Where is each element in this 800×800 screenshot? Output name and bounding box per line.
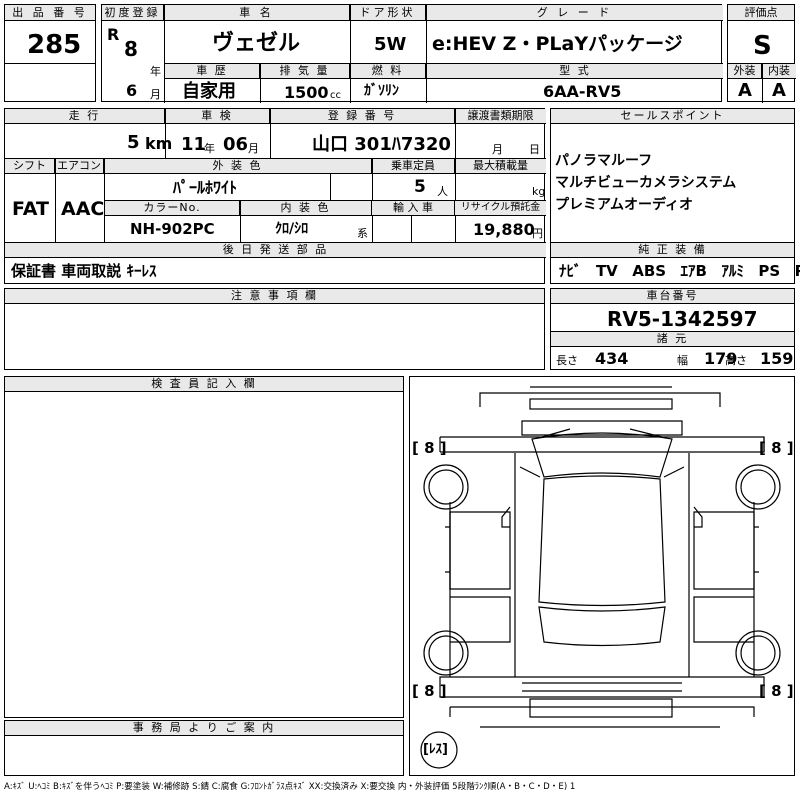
spare-tire-label: [ﾚｽ]: [423, 742, 448, 757]
sales-point-2: マルチビューカメラシステム: [555, 175, 737, 191]
door-type: 5W: [374, 34, 407, 55]
chassis-label: 車台番号: [551, 289, 794, 304]
car-name-label: 車 名: [164, 5, 350, 21]
capacity: 5: [414, 177, 426, 197]
chassis-box: 車台番号 RV5-1342597 諸 元 長さ 434 幅 179 高さ 159: [550, 288, 795, 370]
era: R: [107, 25, 120, 44]
inspector-box: 検 査 員 記 入 欄: [4, 376, 404, 718]
height: 159: [760, 349, 794, 368]
office-box: 事 務 局 よ り ご 案 内: [4, 720, 404, 776]
exterior-color: ﾊﾟｰﾙﾎﾜｲﾄ: [173, 178, 238, 197]
insp-year-unit: 年: [204, 142, 215, 155]
recycle-label: リサイクル預託金: [455, 201, 546, 216]
inspection-year: 11: [181, 134, 207, 155]
sales-box: セールスポイント パノラマルーフ マルチビューカメラシステム プレミアムオーディ…: [550, 108, 800, 284]
history-label: 車 歴: [165, 64, 260, 79]
displacement: 1500: [284, 83, 329, 102]
width-label: 幅: [677, 354, 688, 367]
lot-number-label: 出 品 番 号: [5, 5, 95, 21]
import-label: 輸 入 車: [372, 201, 455, 216]
width: 179: [704, 349, 738, 368]
mileage-unit: km: [145, 134, 173, 153]
sales-label: セールスポイント: [551, 109, 794, 124]
notes-label: 注 意 事 項 欄: [5, 289, 544, 304]
inspector-label: 検 査 員 記 入 欄: [5, 377, 403, 392]
score: S: [753, 31, 772, 61]
tr-score: [ 8 ]: [759, 439, 794, 457]
dims-label: 諸 元: [551, 332, 794, 347]
later-parts: 保証書 車両取説 ｷｰﾚｽ: [11, 262, 157, 280]
color-no-label: カラーNo.: [105, 201, 240, 216]
fuel-label: 燃 料: [350, 64, 426, 79]
displacement-unit: cc: [330, 90, 341, 101]
tl-score: [ 8 ]: [412, 439, 447, 457]
transfer-label: 譲渡書類期限: [455, 109, 546, 124]
sales-point-3: プレミアムオーディオ: [555, 197, 694, 213]
score-box: 評価点 S 外装 内装 A A: [727, 4, 796, 103]
car-name: ヴェゼル: [212, 31, 301, 56]
grade: e:HEV Z・PLaYパッケージ: [432, 33, 683, 55]
length-label: 長さ: [556, 354, 578, 367]
transfer-day-unit: 日: [529, 143, 540, 156]
load-unit: kg: [532, 185, 546, 198]
grade-label: グ レ ー ド: [426, 5, 723, 21]
int-color-label: 内 装 色: [240, 201, 372, 216]
first-reg-label: 初度登録: [102, 5, 164, 21]
chassis-number: RV5-1342597: [607, 307, 758, 331]
car-diagram: [420, 386, 781, 769]
details-box: 走 行 車 検 登 録 番 号 譲渡書類期限 5 km 11 年 06 月 山口…: [4, 108, 546, 284]
recycle-fee: 19,880: [473, 220, 535, 239]
first-reg-month: 6: [126, 81, 138, 100]
color-number: NH-902PC: [130, 220, 215, 238]
recycle-unit: 円: [532, 227, 543, 240]
capacity-label: 乗車定員: [372, 159, 455, 174]
inspection-label: 車 検: [165, 109, 270, 124]
transfer-month-unit: 月: [492, 143, 503, 156]
lot-number: 285: [27, 30, 82, 60]
mileage-label: 走 行: [5, 109, 165, 124]
model-code: 6AA-RV5: [543, 82, 622, 101]
legend: A:ｷｽﾞ U:ﾍｺﾐ B:ｷｽﾞを伴うﾍｺﾐ P:要塗装 W:補修跡 S:錆 …: [4, 782, 576, 792]
interior-score: A: [772, 80, 786, 101]
interior-label: 内装: [762, 64, 796, 79]
door-label: ドア形状: [350, 5, 426, 21]
equipment-label: 純 正 装 備: [551, 243, 794, 258]
score-label: 評価点: [728, 5, 794, 21]
office-label: 事 務 局 よ り ご 案 内: [5, 721, 403, 736]
aircon: AAC: [61, 198, 105, 220]
bl-score: [ 8 ]: [412, 682, 447, 700]
height-label: 高さ: [725, 354, 747, 367]
vehicle-info-box: 初度登録 車 名 ドア形状 グ レ ー ド R 8 年 6 月 ヴェゼル 5W …: [101, 4, 723, 103]
year-unit: 年: [150, 65, 161, 78]
length: 434: [595, 349, 629, 368]
fuel: ｶﾞｿﾘﾝ: [364, 83, 399, 99]
aircon-label: エアコン: [55, 159, 104, 174]
sales-point-1: パノラマルーフ: [555, 153, 653, 169]
interior-color: ｸﾛ/ｼﾛ: [275, 221, 309, 237]
insp-month-unit: 月: [248, 142, 259, 155]
reg-no-label: 登 録 番 号: [270, 109, 455, 124]
color-label: 外 装 色: [104, 159, 372, 174]
car-diagram-box: [ 8 ] [ 8 ] [ 8 ] [ 8 ] [ﾚｽ]: [409, 376, 795, 776]
mileage: 5: [127, 132, 140, 153]
first-reg-year: 8: [124, 37, 138, 61]
exterior-label: 外装: [728, 64, 762, 79]
later-parts-label: 後 日 発 送 部 品: [5, 243, 546, 258]
history: 自家用: [182, 81, 236, 102]
inspection-month: 06: [223, 134, 249, 155]
month-unit: 月: [150, 88, 161, 101]
capacity-unit: 人: [437, 185, 448, 198]
reg-number: 山口 301ﾊ7320: [312, 134, 451, 155]
model-label: 型 式: [427, 64, 723, 79]
br-score: [ 8 ]: [759, 682, 794, 700]
shift: FAT: [12, 198, 49, 220]
load-label: 最大積載量: [455, 159, 546, 174]
int-color-unit: 系: [357, 227, 368, 240]
exterior-score: A: [738, 80, 752, 101]
displacement-label: 排 気 量: [260, 64, 350, 79]
notes-box: 注 意 事 項 欄: [4, 288, 545, 370]
lot-number-box: 出 品 番 号 285: [4, 4, 96, 102]
shift-label: シフト: [5, 159, 55, 174]
equipment-list: ﾅﾋﾞ TV ABS ｴｱB ｱﾙﾐ PS PW: [559, 262, 800, 280]
